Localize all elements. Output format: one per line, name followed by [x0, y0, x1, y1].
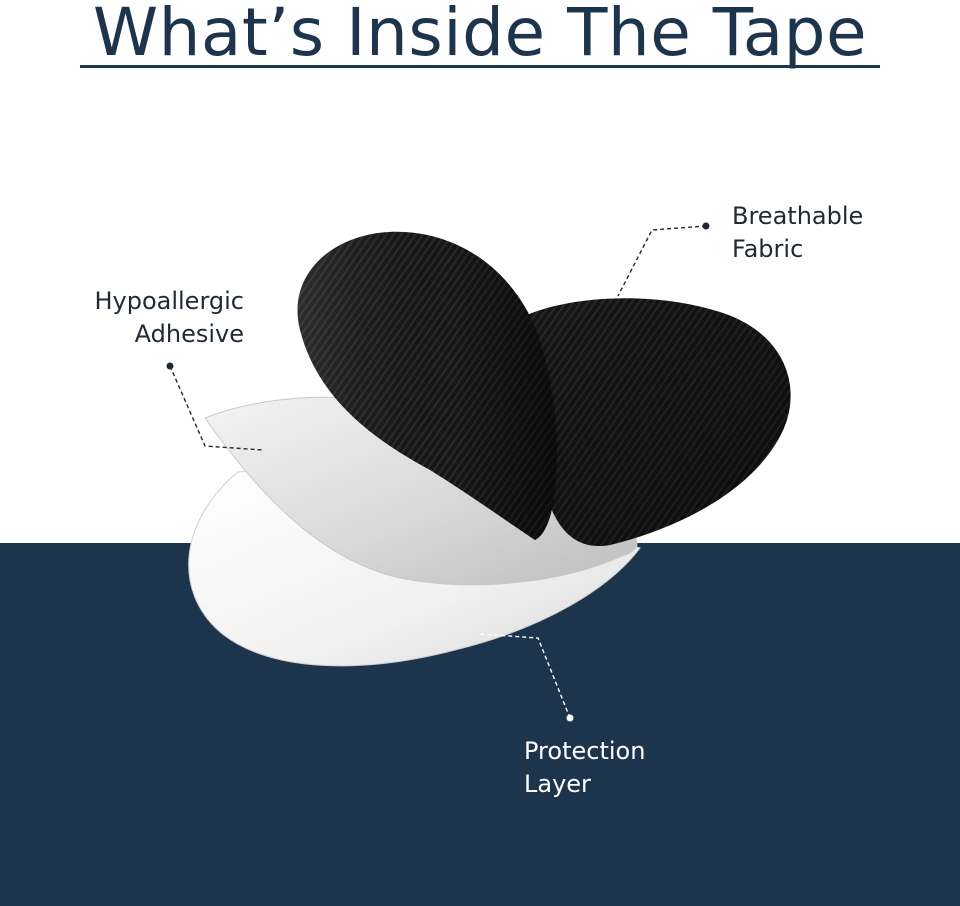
leader-dot-fabric [702, 222, 710, 230]
leader-dot-adhesive [166, 362, 174, 370]
label-line: Fabric [732, 235, 804, 263]
leader-dot-protection [566, 714, 574, 722]
fabric-layer-curl-shade [297, 231, 557, 540]
label-line: Layer [524, 770, 591, 798]
fabric-layer-body-shade [520, 298, 791, 547]
label-line: Adhesive [134, 320, 244, 348]
leader-line-fabric [617, 225, 707, 297]
page-title: What’s Inside The Tape [92, 0, 868, 71]
title-underline [80, 65, 880, 68]
label-line: Hypoallergic [94, 287, 244, 315]
label-hypoallergic-adhesive: Hypoallergic Adhesive [40, 285, 244, 351]
label-protection-layer: Protection Layer [524, 735, 645, 801]
label-line: Breathable [732, 202, 864, 230]
leader-line-protection [479, 633, 571, 719]
label-line: Protection [524, 737, 646, 765]
label-breathable-fabric: Breathable Fabric [732, 200, 863, 266]
leader-line-adhesive [169, 365, 263, 451]
